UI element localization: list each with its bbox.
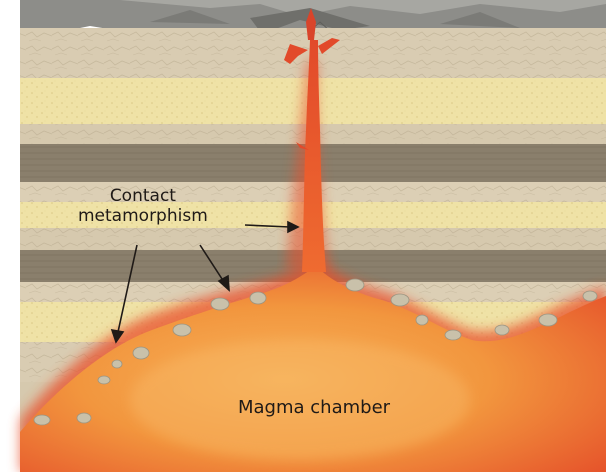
magma-chamber-label: Magma chamber [238, 397, 391, 418]
arrow-to-dike [244, 224, 291, 228]
xenoliths [33, 278, 598, 426]
arrow-to-lower-contact [117, 244, 138, 333]
contact-metamorphism-label: Contact metamorphism [78, 186, 208, 226]
magma-dike [284, 8, 340, 272]
annotation-arrows [110, 220, 300, 344]
arrow-to-upper-contact [199, 244, 225, 283]
